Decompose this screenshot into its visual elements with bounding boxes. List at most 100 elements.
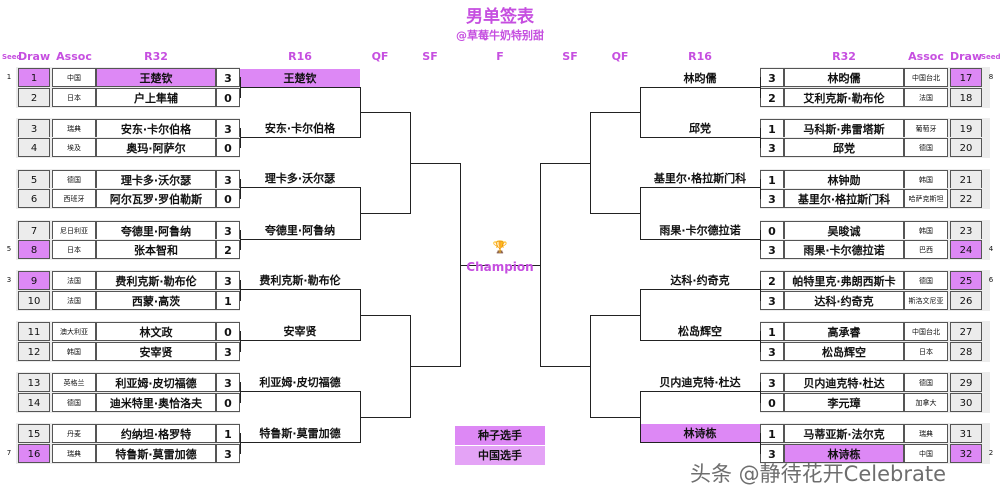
right-draw-cell: 28 xyxy=(950,342,982,361)
right-score-cell: 3 xyxy=(760,138,784,157)
watermark: 头条 @静待花开Celebrate xyxy=(690,462,946,486)
legend-seed: 种子选手 xyxy=(455,426,545,445)
right-player-name: 林昀儒 xyxy=(784,68,904,87)
right-draw-cell: 27 xyxy=(950,322,982,341)
right-score-cell: 0 xyxy=(760,221,784,240)
right-score-cell: 3 xyxy=(760,342,784,361)
right-sf-line xyxy=(540,366,590,367)
right-r32-connector xyxy=(760,433,761,454)
left-r16-winner: 夸德里·阿鲁纳 xyxy=(264,224,336,237)
right-r16-winner: 林诗栋 xyxy=(640,424,760,443)
right-r32-connector xyxy=(760,382,761,403)
left-r16-winner: 费利克斯·勒布伦 xyxy=(259,274,341,287)
header-r32-right: R32 xyxy=(832,50,856,63)
right-r32-connector xyxy=(760,128,761,148)
right-seed-cell xyxy=(982,88,1000,107)
left-r16-line xyxy=(240,340,360,341)
left-draw-cell: 15 xyxy=(18,424,50,443)
page-title: 男单签表 xyxy=(466,7,534,27)
left-player-name: 特鲁斯·莫雷加德 xyxy=(96,444,216,463)
right-r16-line xyxy=(640,442,760,443)
header-sf-left: SF xyxy=(422,50,438,63)
right-assoc-cell: 韩国 xyxy=(904,221,948,240)
left-score-cell: 1 xyxy=(216,291,240,310)
right-seed-cell xyxy=(982,119,1000,138)
right-qf-connector xyxy=(590,112,591,214)
right-assoc-cell: 巴西 xyxy=(904,240,948,259)
left-draw-cell: 16 xyxy=(18,444,50,463)
header-seed-left: Seed xyxy=(2,53,22,61)
right-draw-cell: 21 xyxy=(950,170,982,189)
right-seed-cell xyxy=(982,189,1000,208)
left-seed-cell: 7 xyxy=(6,449,12,457)
left-seed-cell xyxy=(0,119,18,138)
right-draw-cell: 29 xyxy=(950,373,982,392)
left-r32-connector xyxy=(240,77,241,98)
right-assoc-cell: 韩国 xyxy=(904,170,948,189)
right-seed-cell: 4 xyxy=(988,245,994,253)
left-draw-cell: 10 xyxy=(18,291,50,310)
right-player-name: 高承睿 xyxy=(784,322,904,341)
right-player-name: 基里尔·格拉斯门科 xyxy=(784,189,904,208)
header-r16-right: R16 xyxy=(688,50,712,63)
left-draw-cell: 2 xyxy=(18,88,50,107)
left-assoc-cell: 中国 xyxy=(52,68,96,87)
right-seed-cell: 2 xyxy=(988,449,994,457)
left-assoc-cell: 瑞典 xyxy=(52,444,96,463)
right-assoc-cell: 瑞典 xyxy=(904,424,948,443)
left-r16-line xyxy=(240,239,360,240)
right-score-cell: 2 xyxy=(760,271,784,290)
right-draw-cell: 18 xyxy=(950,88,982,107)
left-sf-line xyxy=(410,163,460,164)
right-player-name: 艾利克斯·勒布伦 xyxy=(784,88,904,107)
left-r16-winner: 利亚姆·皮切福德 xyxy=(259,376,341,389)
left-score-cell: 0 xyxy=(216,393,240,412)
right-player-name: 松岛辉空 xyxy=(784,342,904,361)
left-seed-cell xyxy=(0,291,18,310)
left-draw-cell: 12 xyxy=(18,342,50,361)
right-player-name: 帕特里克·弗朗西斯卡 xyxy=(784,271,904,290)
right-r32-connector xyxy=(760,230,761,250)
left-player-name: 户上隼辅 xyxy=(96,88,216,107)
header-draw-left: Draw xyxy=(18,50,51,63)
champion-label: Champion xyxy=(466,260,534,274)
right-r16-line xyxy=(640,289,760,290)
right-score-cell: 2 xyxy=(760,88,784,107)
header-r32-left: R32 xyxy=(144,50,168,63)
right-r16-line xyxy=(640,187,760,188)
right-final-line xyxy=(512,265,540,266)
right-draw-cell: 19 xyxy=(950,119,982,138)
right-r16-winner: 雨果·卡尔德拉诺 xyxy=(659,224,741,237)
left-r32-connector xyxy=(240,280,241,301)
header-draw-right: Draw xyxy=(950,50,983,63)
right-score-cell: 3 xyxy=(760,240,784,259)
left-draw-cell: 9 xyxy=(18,271,50,290)
header-r16-left: R16 xyxy=(288,50,312,63)
left-assoc-cell: 法国 xyxy=(52,271,96,290)
left-draw-cell: 5 xyxy=(18,170,50,189)
left-draw-cell: 13 xyxy=(18,373,50,392)
right-seed-cell xyxy=(982,393,1000,412)
left-draw-cell: 3 xyxy=(18,119,50,138)
right-score-cell: 1 xyxy=(760,170,784,189)
left-score-cell: 3 xyxy=(216,119,240,138)
legend-china: 中国选手 xyxy=(455,446,545,465)
left-qf-line xyxy=(360,213,410,214)
left-score-cell: 0 xyxy=(216,138,240,157)
right-r16-connector xyxy=(640,187,641,240)
left-assoc-cell: 法国 xyxy=(52,291,96,310)
left-r16-line xyxy=(240,289,360,290)
left-draw-cell: 6 xyxy=(18,189,50,208)
left-seed-cell xyxy=(0,342,18,361)
left-score-cell: 1 xyxy=(216,424,240,443)
left-score-cell: 0 xyxy=(216,189,240,208)
header-final: F xyxy=(496,50,504,63)
right-assoc-cell: 葡萄牙 xyxy=(904,119,948,138)
right-draw-cell: 24 xyxy=(950,240,982,259)
right-score-cell: 1 xyxy=(760,322,784,341)
left-seed-cell xyxy=(0,170,18,189)
header-assoc-right: Assoc xyxy=(908,50,944,63)
right-draw-cell: 32 xyxy=(950,444,982,463)
left-seed-cell xyxy=(0,221,18,240)
right-seed-cell: 6 xyxy=(988,276,994,284)
